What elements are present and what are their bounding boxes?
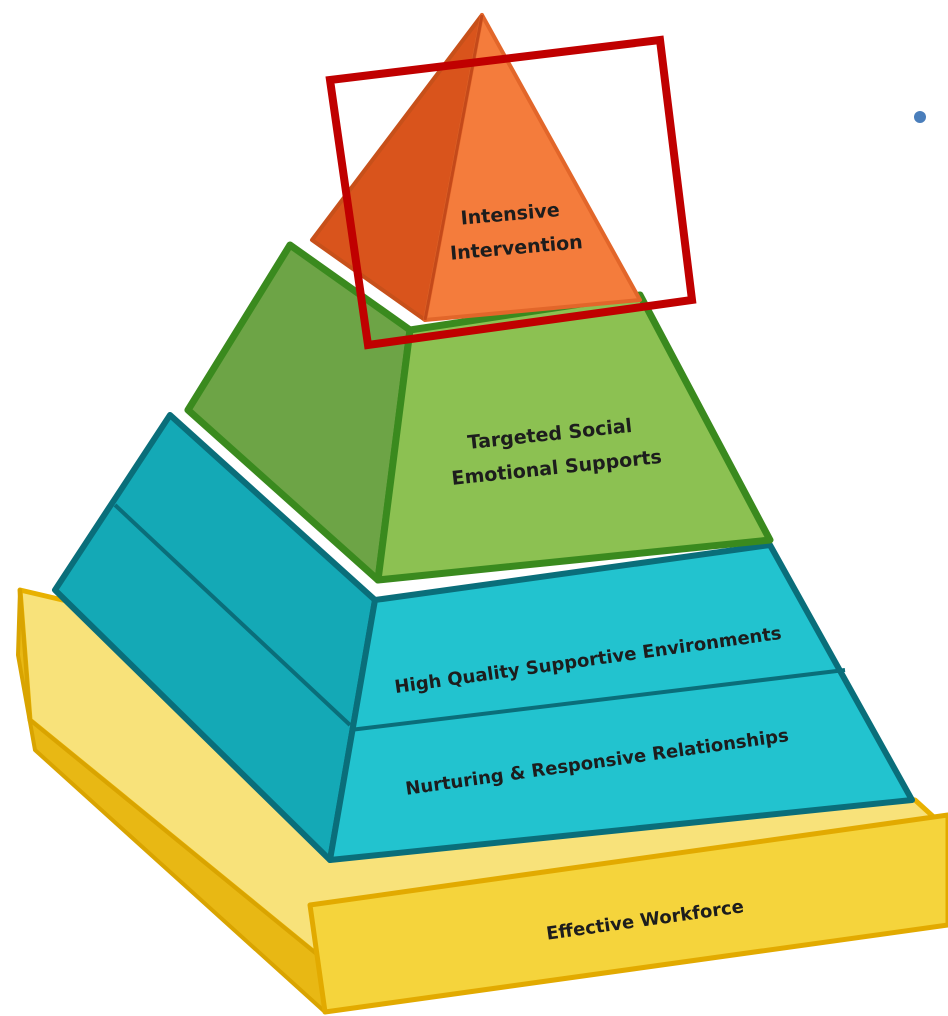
- teal-front-divider: [349, 668, 846, 732]
- teal-left-divider: [113, 503, 352, 727]
- bullet-dot: [914, 111, 926, 123]
- workforce-front-face: [307, 812, 948, 1015]
- teal-front-face: [327, 542, 915, 863]
- level-targeted: [184, 241, 774, 584]
- highlight-box: [325, 35, 697, 350]
- level-teal-block: [52, 412, 915, 863]
